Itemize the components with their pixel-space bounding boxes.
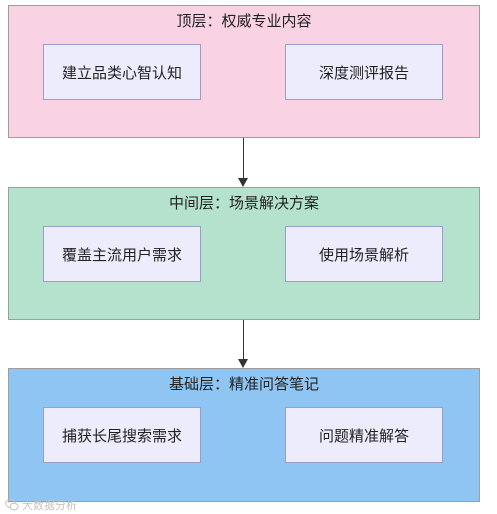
watermark: 大数据分析 (5, 497, 77, 513)
middle-layer-box-left: 覆盖主流用户需求 (43, 226, 201, 282)
watermark-text: 大数据分析 (22, 499, 77, 512)
connector-top-to-middle (243, 138, 244, 178)
top-layer-title: 顶层：权威专业内容 (176, 12, 312, 30)
base-layer-title: 基础层：精准问答笔记 (168, 375, 319, 393)
top-layer: 顶层：权威专业内容 建立品类心智认知 深度测评报告 (8, 5, 480, 138)
arrowhead-top-to-middle (238, 178, 248, 187)
base-layer-box-right: 问题精准解答 (285, 407, 443, 463)
base-layer-box-left: 捕获长尾搜索需求 (43, 407, 201, 463)
middle-layer: 中间层：场景解决方案 覆盖主流用户需求 使用场景解析 (8, 187, 480, 320)
connector-middle-to-base (243, 320, 244, 359)
top-layer-box-right: 深度测评报告 (285, 44, 443, 100)
middle-layer-title: 中间层：场景解决方案 (168, 194, 319, 212)
wechat-icon (5, 499, 19, 511)
arrowhead-middle-to-base (238, 359, 248, 368)
middle-layer-box-right: 使用场景解析 (285, 226, 443, 282)
base-layer: 基础层：精准问答笔记 捕获长尾搜索需求 问题精准解答 (8, 368, 480, 502)
top-layer-box-left: 建立品类心智认知 (43, 44, 201, 100)
